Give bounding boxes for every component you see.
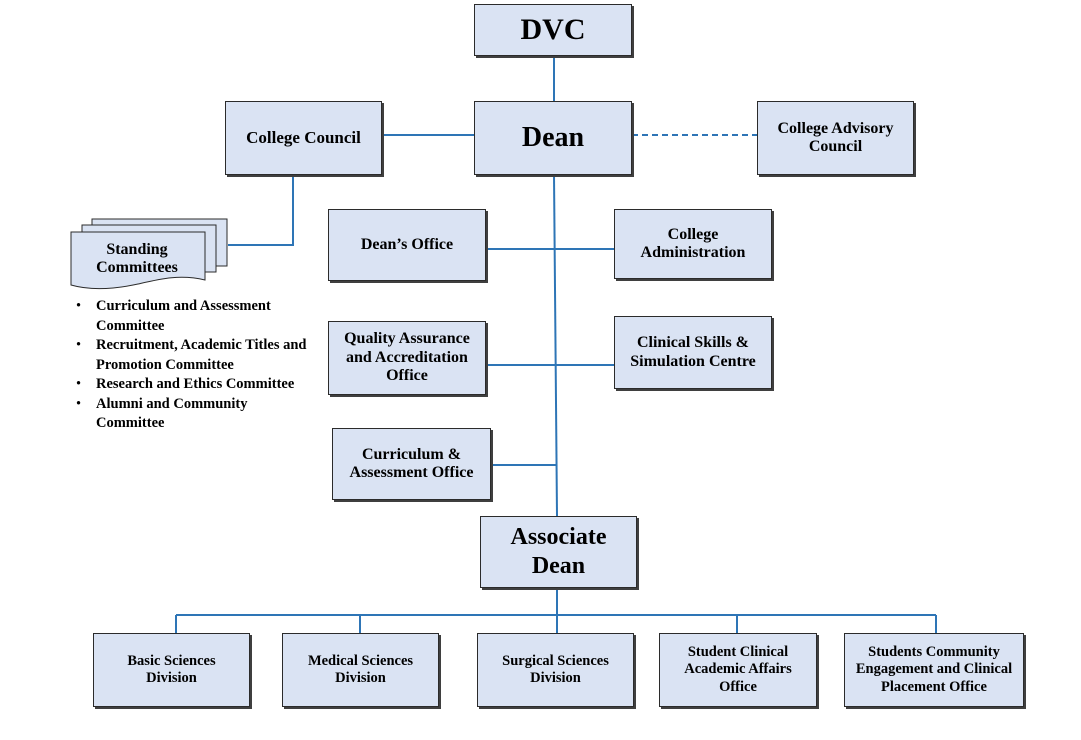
medical-sciences-division-box: Medical Sciences Division <box>282 633 439 707</box>
deans-office-label: Dean’s Office <box>360 235 454 253</box>
curriculum-office-label: Curriculum & Assessment Office <box>349 445 474 481</box>
college-council-label: College Council <box>246 128 361 148</box>
associate-dean-label: Associate Dean <box>510 524 607 579</box>
college-advisory-council-box: College Advisory Council <box>757 101 914 175</box>
division-label: Basic Sciences Division <box>127 652 216 686</box>
multi-document-icon <box>70 218 228 290</box>
college-administration-box: College Administration <box>614 209 772 279</box>
clinical-skills-box: Clinical Skills & Simulation Centre <box>614 316 772 389</box>
curriculum-office-box: Curriculum & Assessment Office <box>332 428 491 500</box>
community-engagement-office-box: Students Community Engagement and Clinic… <box>844 633 1024 707</box>
deans-office-box: Dean’s Office <box>328 209 486 281</box>
associate-dean-box: Associate Dean <box>480 516 637 588</box>
student-clinical-affairs-office-box: Student Clinical Academic Affairs Office <box>659 633 817 707</box>
dean-label: Dean <box>521 121 585 153</box>
clinical-skills-label: Clinical Skills & Simulation Centre <box>630 334 756 370</box>
dvc-label: DVC <box>520 12 586 46</box>
main-vertical-connector <box>553 174 558 517</box>
quality-assurance-label: Quality Assurance and Accreditation Offi… <box>344 330 470 385</box>
committee-list: Curriculum and Assessment Committee Recr… <box>74 297 314 434</box>
quality-assurance-box: Quality Assurance and Accreditation Offi… <box>328 321 486 395</box>
division-label: Student Clinical Academic Affairs Office <box>684 643 792 695</box>
committee-item: Research and Ethics Committee <box>74 375 314 395</box>
committee-item: Curriculum and Assessment Committee <box>74 297 314 336</box>
committee-item: Alumni and Community Committee <box>74 395 314 434</box>
committee-item: Recruitment, Academic Titles and Promoti… <box>74 336 314 375</box>
division-label: Surgical Sciences Division <box>502 652 609 686</box>
division-label: Students Community Engagement and Clinic… <box>855 643 1013 695</box>
council-committees-connector <box>228 175 294 246</box>
college-council-box: College Council <box>225 101 382 175</box>
college-administration-label: College Administration <box>640 225 746 261</box>
basic-sciences-division-box: Basic Sciences Division <box>93 633 250 707</box>
standing-committees-label: Standing Committees <box>96 240 178 276</box>
dean-box: Dean <box>474 101 632 175</box>
dvc-box: DVC <box>474 4 632 56</box>
division-label: Medical Sciences Division <box>307 652 414 686</box>
surgical-sciences-division-box: Surgical Sciences Division <box>477 633 634 707</box>
college-advisory-council-label: College Advisory Council <box>777 119 894 155</box>
